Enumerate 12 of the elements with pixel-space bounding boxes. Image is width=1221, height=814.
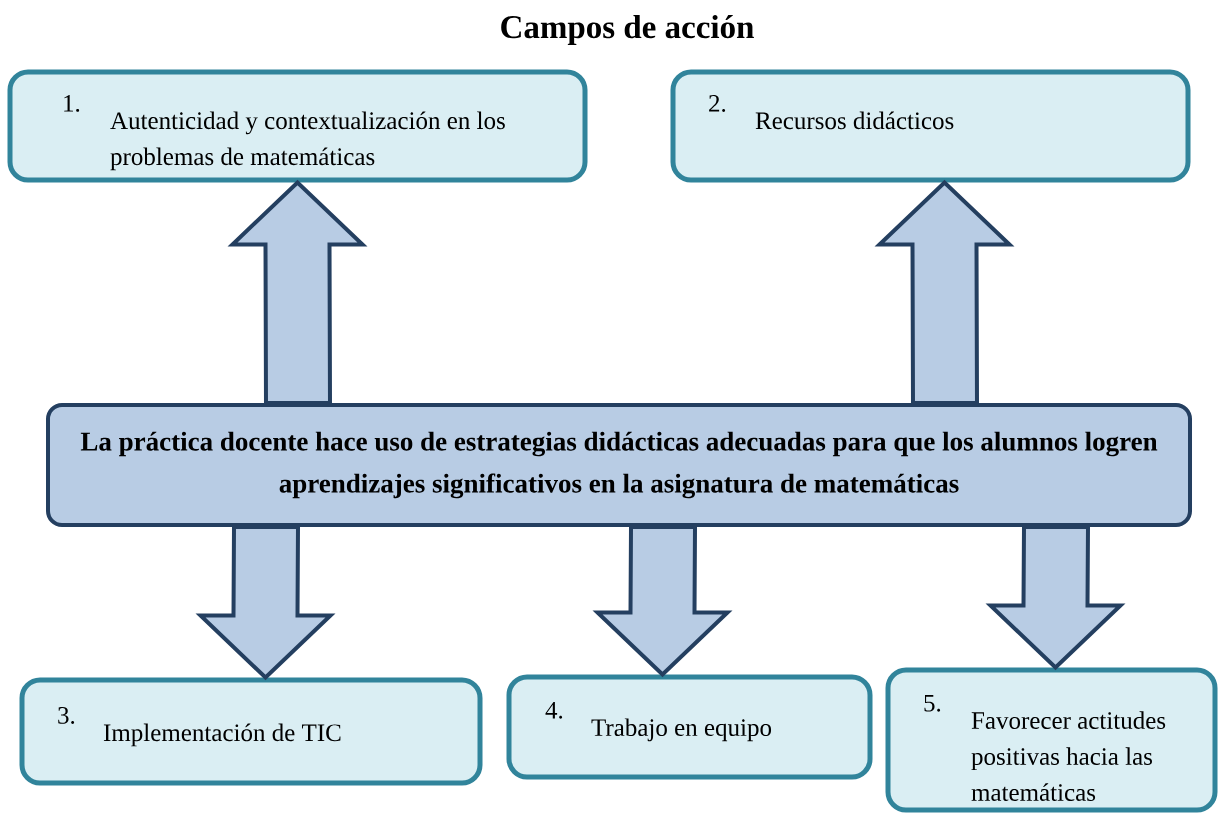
field-box: 4. Trabajo en equipo (506, 674, 873, 780)
title: Campos de acción (501, 15, 754, 45)
main-box: La práctica docente hace uso de estrategias didácticas adecuadas para que los alumnos logren aprendizajes significativos en la asignatura de matemáticas (46, 403, 1192, 527)
block-arrow (195, 525, 336, 681)
block-arrow (874, 179, 1015, 405)
block-arrow (227, 179, 368, 405)
field-box: 2. Recursos didácticos (670, 69, 1191, 183)
field-box: 1. Autenticidad y contextualización en los problemas de matemáticas (7, 69, 588, 183)
field-box: 5. Favorecer actitudes positivas hacia las matemáticas (885, 667, 1218, 813)
block-arrow (985, 525, 1126, 671)
field-box: 3. Implementación de TIC (19, 677, 483, 786)
block-arrow (592, 525, 733, 678)
